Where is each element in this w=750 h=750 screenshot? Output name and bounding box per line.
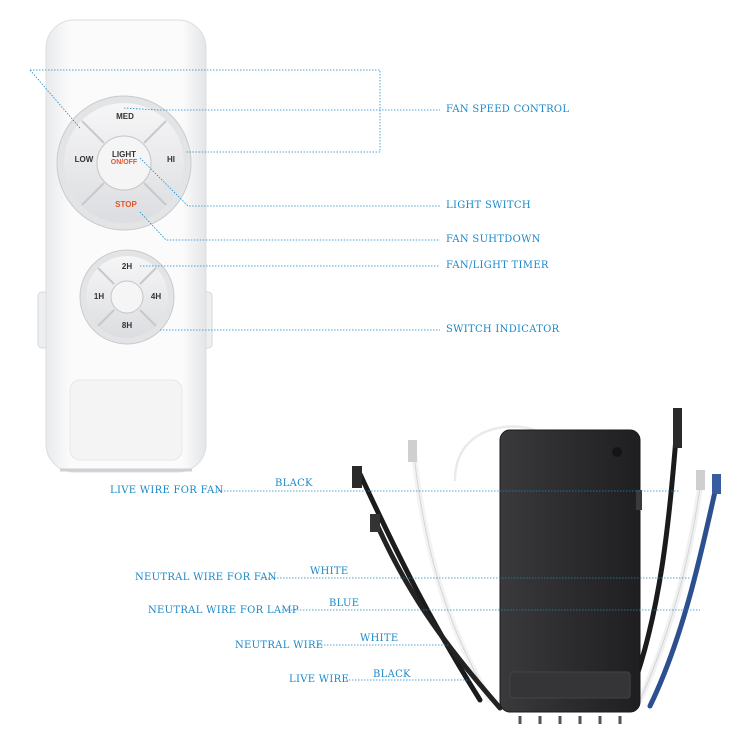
wire-neutral-fan xyxy=(410,443,493,703)
speed-pad xyxy=(56,95,192,231)
label-fan-speed-control: FAN SPEED CONTROL xyxy=(446,104,570,115)
receiver-box xyxy=(499,429,642,724)
wire-live xyxy=(372,517,503,711)
label-live-fan-color: BLACK xyxy=(275,478,313,489)
wire-neutral-lamp xyxy=(647,475,721,709)
label-neutral-fan-color: WHITE xyxy=(310,566,349,577)
light-button[interactable] xyxy=(96,135,152,191)
timer-2h-button[interactable]: 2H xyxy=(121,262,133,271)
light-onoff-label: ON/OFF xyxy=(110,159,138,166)
receiver-screw-hole xyxy=(612,447,622,457)
fan-shutdown-line xyxy=(139,211,440,241)
indicator-light xyxy=(110,280,144,314)
light-button-label: LIGHT xyxy=(112,150,136,159)
remote-battery-cover xyxy=(69,379,183,461)
label-neutral-wire-for-fan: NEUTRAL WIRE FOR FAN xyxy=(135,572,277,583)
label-light-switch: LIGHT SWITCH xyxy=(446,200,531,211)
speed-bracket xyxy=(30,69,381,153)
stop-button[interactable]: STOP xyxy=(115,200,137,209)
label-live-color: BLACK xyxy=(373,669,411,680)
label-neutral-wire-for-lamp: NEUTRAL WIRE FOR LAMP xyxy=(148,605,299,616)
low-button[interactable]: LOW xyxy=(74,155,94,164)
wire-live-fan xyxy=(357,471,483,703)
label-fan-shutdown: FAN SUHTDOWN xyxy=(446,234,541,245)
label-neutral-wire: NEUTRAL WIRE xyxy=(235,640,324,651)
label-neutral-color: WHITE xyxy=(360,633,399,644)
timer-4h-button[interactable]: 4H xyxy=(150,292,162,301)
timer-8h-button[interactable]: 8H xyxy=(121,321,133,330)
med-button[interactable]: MED xyxy=(116,112,134,121)
fan-speed-line xyxy=(123,107,440,111)
timer-1h-button[interactable]: 1H xyxy=(93,292,105,301)
wire-tips xyxy=(352,408,721,532)
receiver-wires xyxy=(357,409,721,711)
label-neutral-lamp-color: BLUE xyxy=(329,598,360,609)
label-live-wire-for-fan: LIVE WIRE FOR FAN xyxy=(110,485,224,496)
label-live-wire: LIVE WIRE xyxy=(289,674,350,685)
label-switch-indicator: SWITCH INDICATOR xyxy=(446,324,560,335)
remote-leader-lines xyxy=(29,69,440,331)
remote-control xyxy=(37,19,213,473)
timer-pad xyxy=(79,249,175,345)
hi-button[interactable]: HI xyxy=(167,155,175,164)
receiver-leader-lines xyxy=(218,490,700,681)
label-fan-light-timer: FAN/LIGHT TIMER xyxy=(446,260,549,271)
